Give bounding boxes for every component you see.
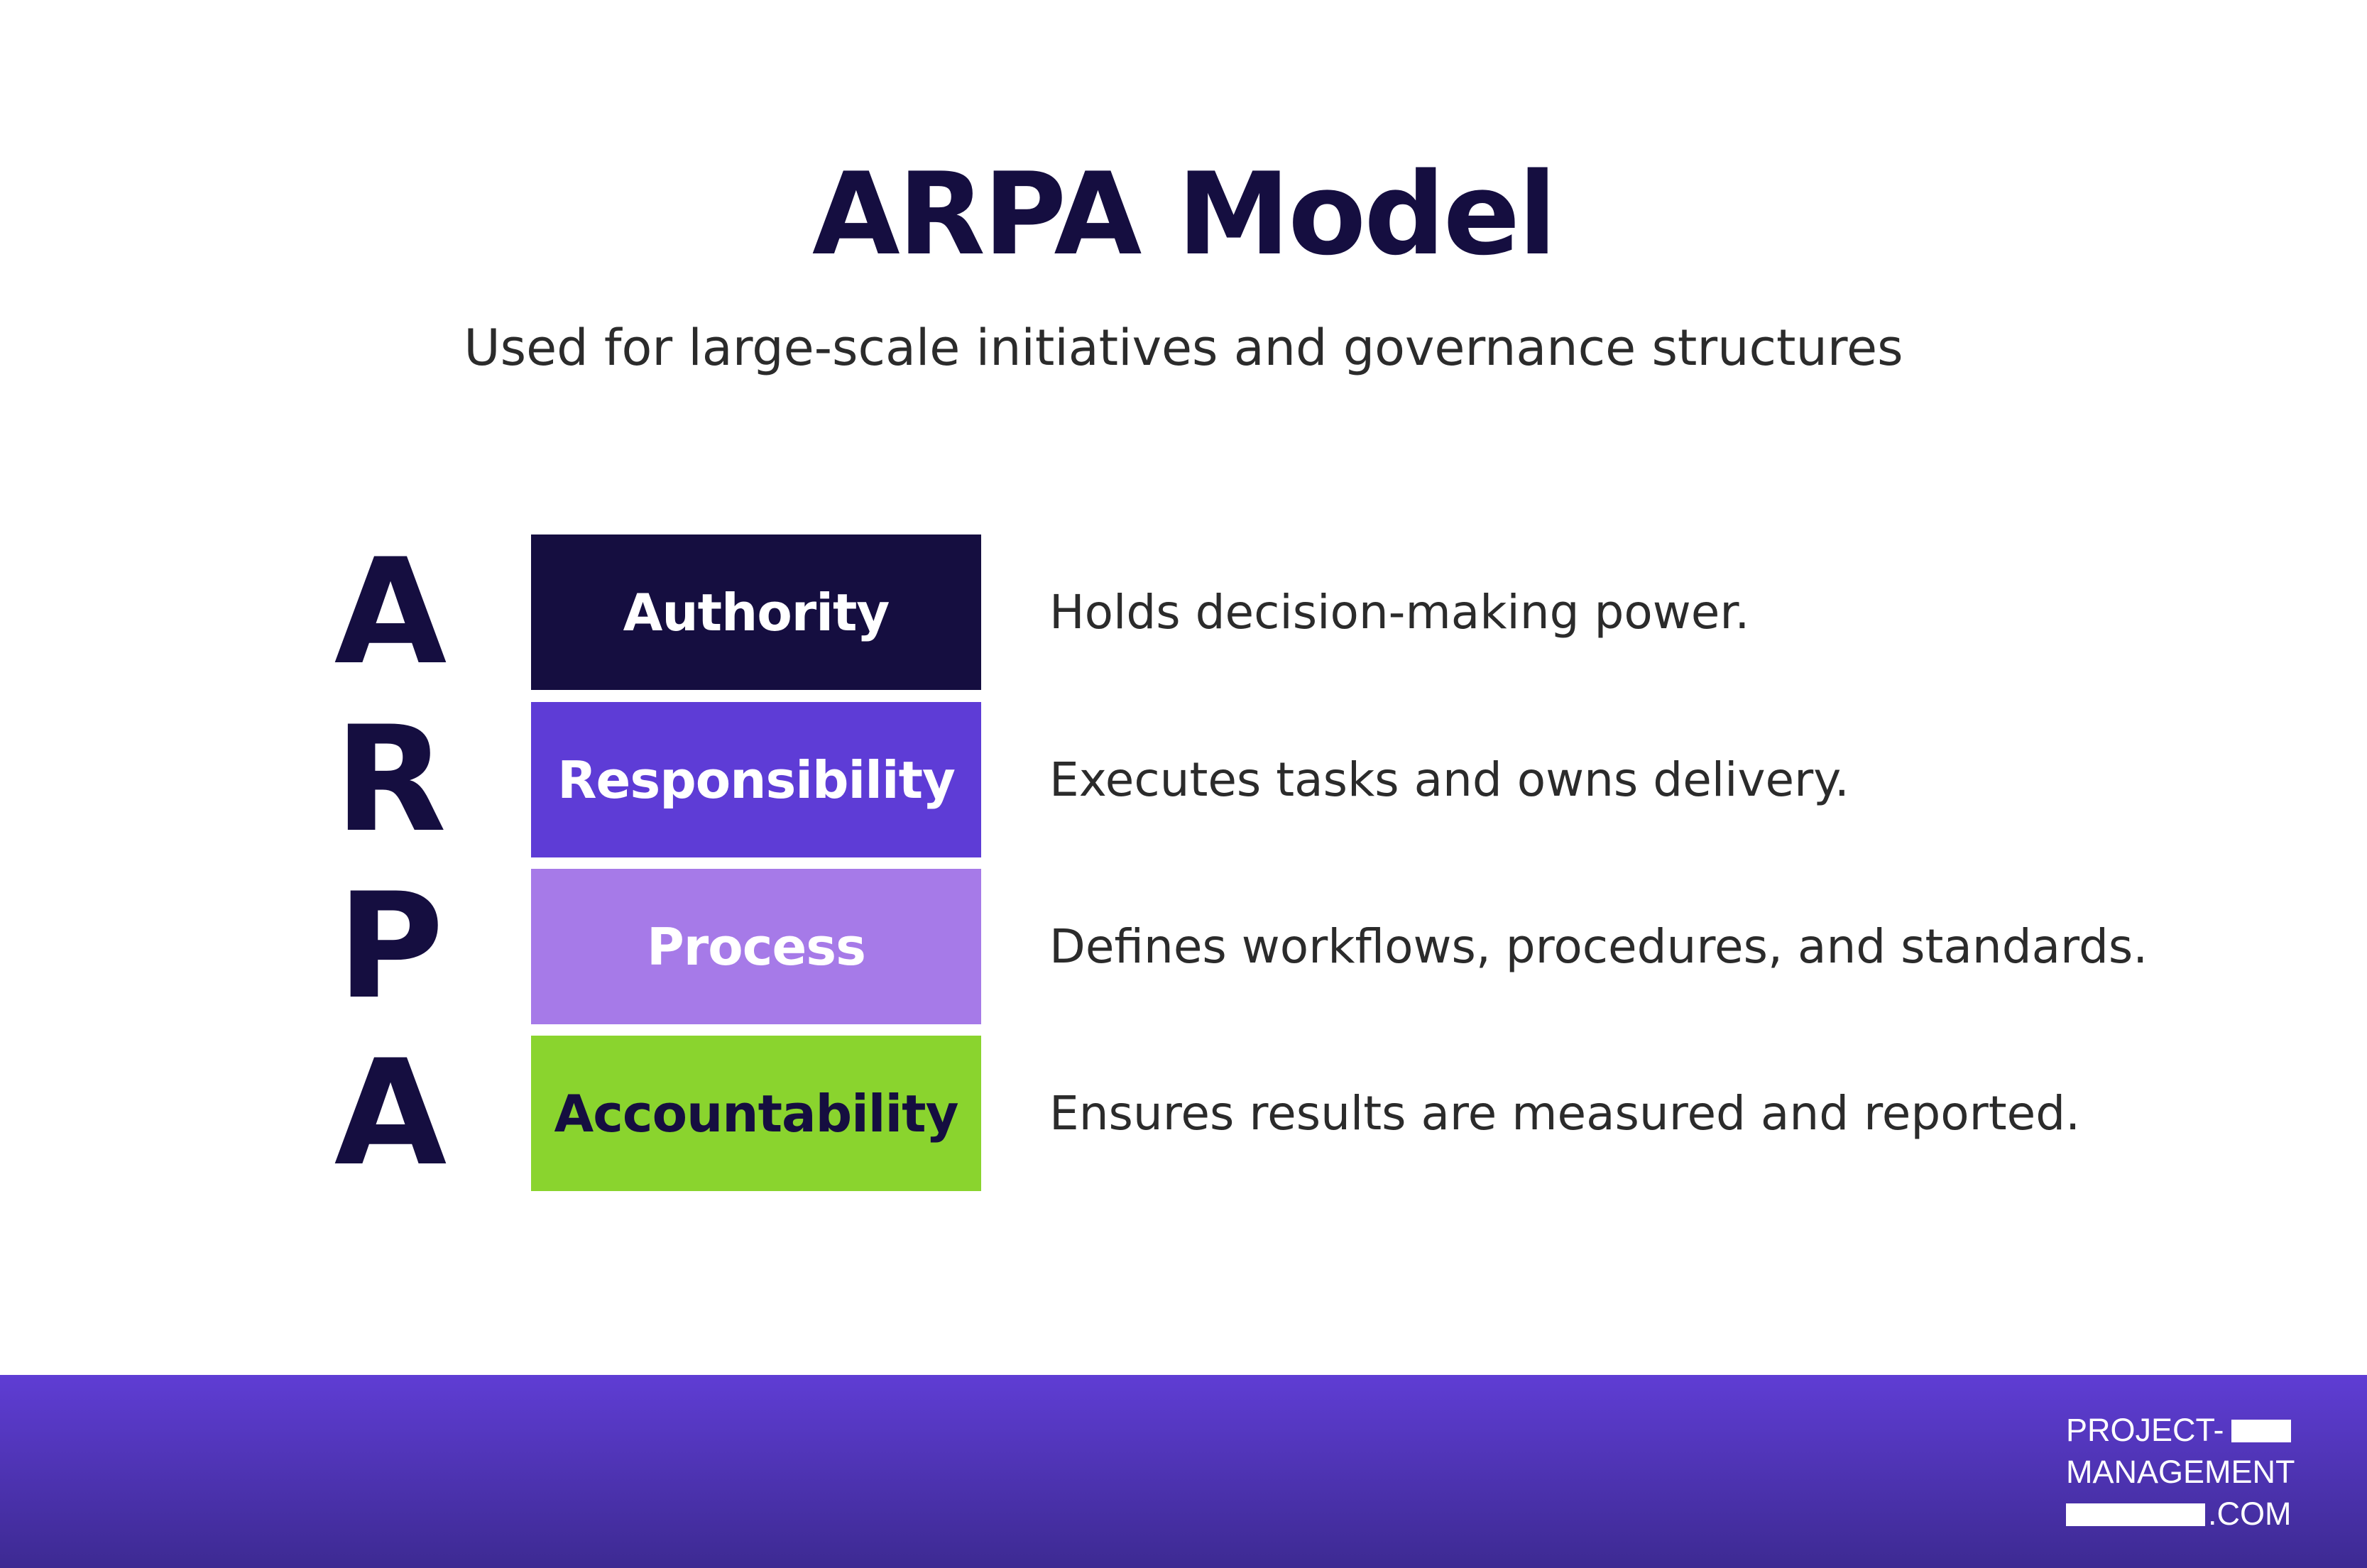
- logo-line1: PROJECT-: [2066, 1412, 2224, 1448]
- arpa-row-responsibility: R Responsibility Executes tasks and owns…: [0, 695, 2367, 865]
- page-title: ARPA Model: [811, 148, 1557, 280]
- brand-logo[interactable]: PROJECT- MANAGEMENT .COM: [2066, 1409, 2295, 1535]
- row-label-box: Accountability: [531, 1036, 981, 1191]
- logo-bar: [2066, 1503, 2205, 1526]
- row-letter: A: [334, 1029, 447, 1198]
- row-letter: A: [334, 527, 447, 697]
- row-letter: P: [337, 862, 444, 1031]
- footer-band: [0, 1375, 2367, 1568]
- row-description: Ensures results are measured and reporte…: [1049, 1086, 2081, 1141]
- logo-bar: [2231, 1420, 2291, 1442]
- arpa-row-authority: A Authority Holds decision-making power.: [0, 527, 2367, 697]
- row-description: Holds decision-making power.: [1049, 585, 1750, 640]
- arpa-row-process: P Process Defines workflows, procedures,…: [0, 862, 2367, 1031]
- logo-line2: MANAGEMENT: [2066, 1454, 2295, 1490]
- row-letter: R: [334, 695, 447, 865]
- row-label-box: Responsibility: [531, 702, 981, 857]
- row-description: Defines workflows, procedures, and stand…: [1049, 919, 2148, 974]
- row-description: Executes tasks and owns delivery.: [1049, 752, 1849, 807]
- page-subtitle: Used for large-scale initiatives and gov…: [464, 319, 1903, 377]
- row-label-box: Authority: [531, 534, 981, 690]
- logo-line3: .COM: [2208, 1496, 2292, 1532]
- row-label-box: Process: [531, 869, 981, 1024]
- arpa-row-accountability: A Accountability Ensures results are mea…: [0, 1029, 2367, 1198]
